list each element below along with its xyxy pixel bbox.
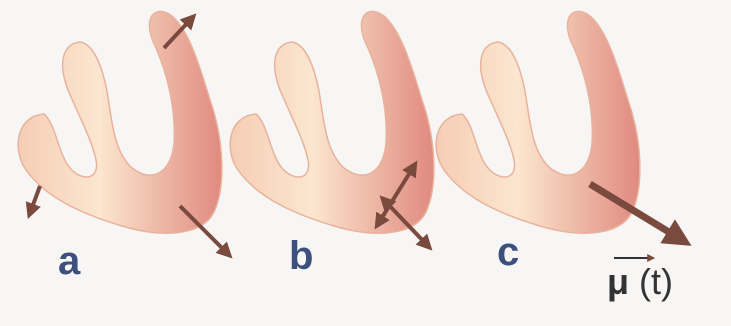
heart-b — [230, 11, 434, 233]
heart-c — [436, 11, 640, 233]
heart-a — [18, 11, 228, 254]
vector-label: μ (t) — [607, 264, 673, 300]
vector-argument: (t) — [639, 261, 673, 302]
panel-label-b: b — [289, 236, 313, 276]
vector-symbol: μ — [607, 261, 629, 302]
panel-label-c: c — [497, 232, 519, 272]
vector-arrow-a2 — [30, 186, 40, 213]
panel-label-a: a — [58, 241, 80, 281]
